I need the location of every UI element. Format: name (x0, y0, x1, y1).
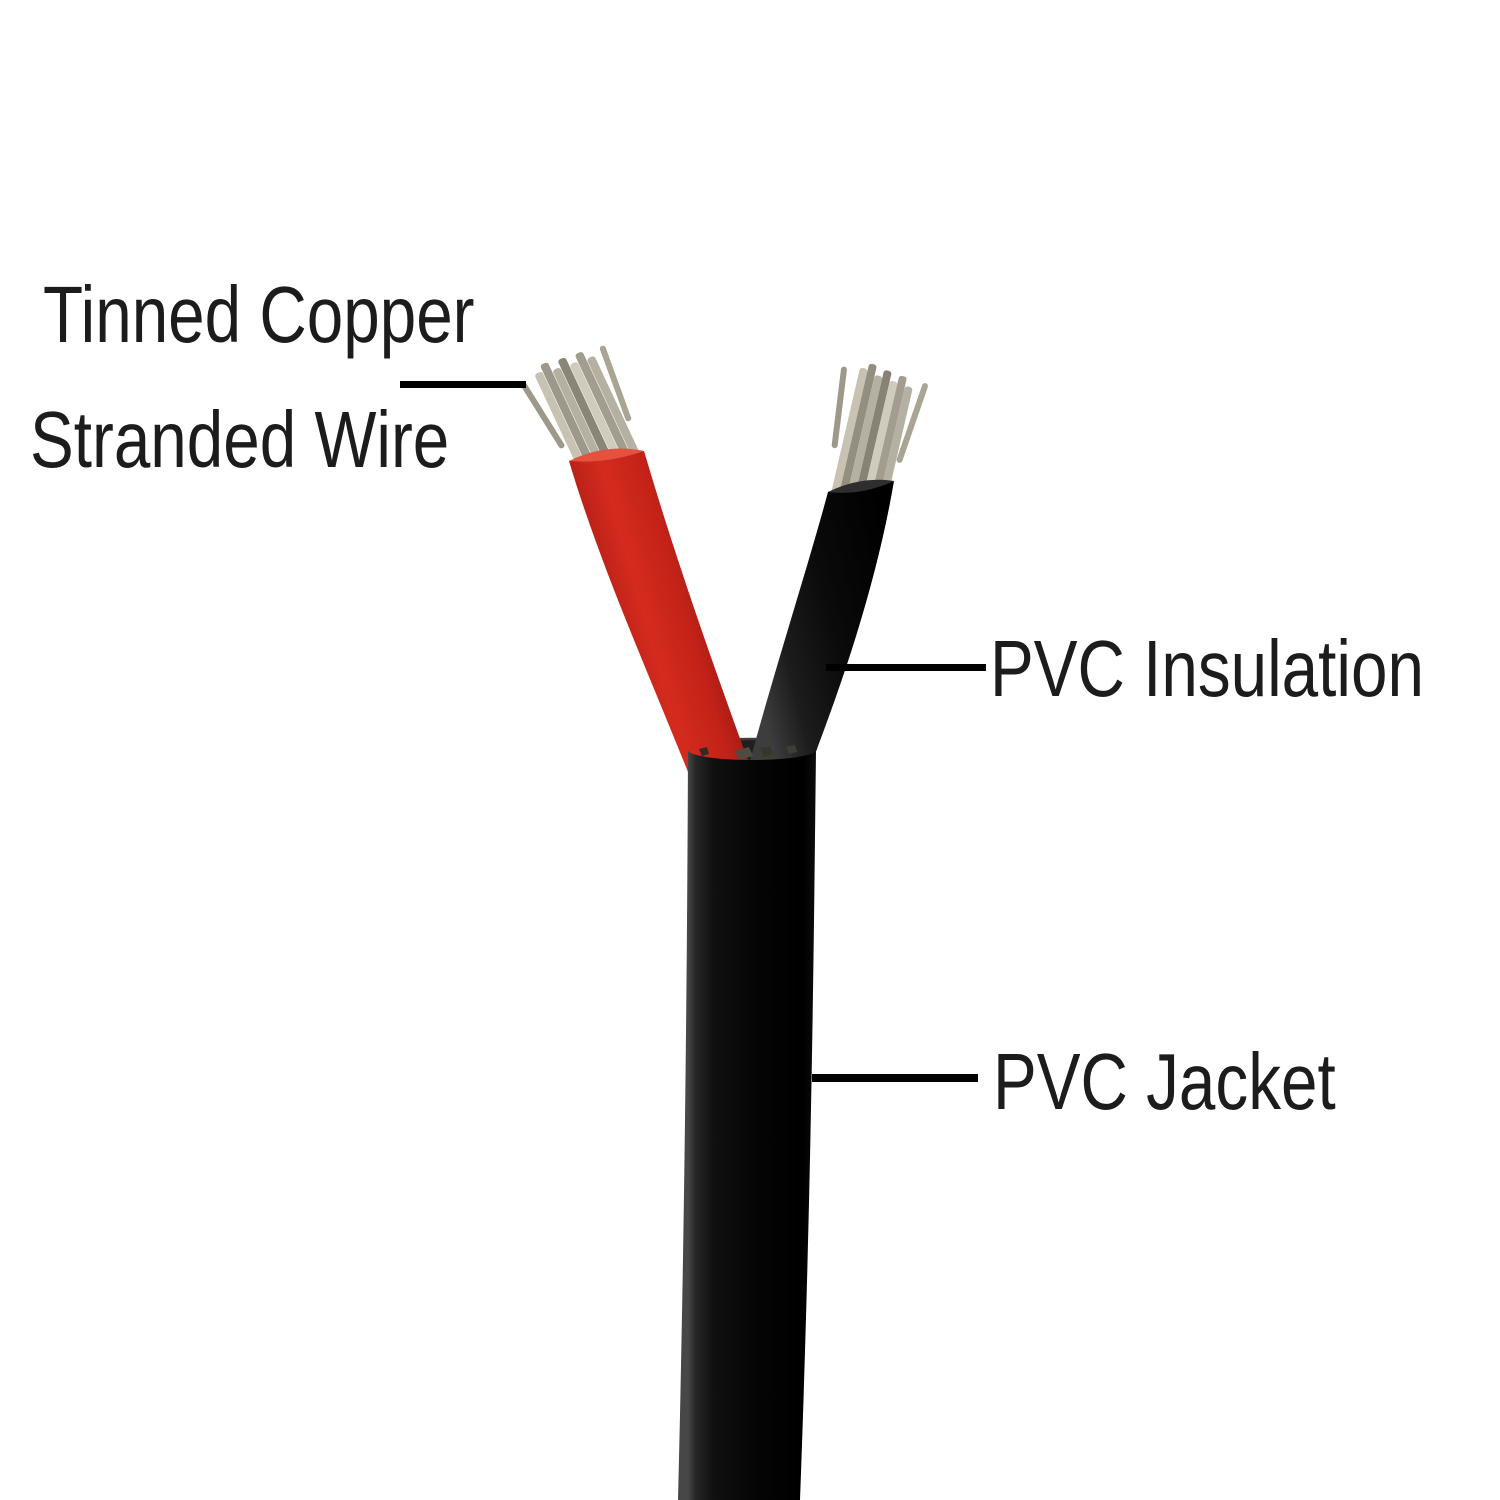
red-wire-insulation (569, 448, 750, 772)
label-tinned-copper: Tinned Copper (43, 270, 475, 359)
black-wire-strands (831, 363, 928, 506)
label-pvc-insulation: PVC Insulation (990, 624, 1424, 713)
pvc-jacket-shape (678, 750, 816, 1500)
black-wire-insulation (748, 479, 894, 768)
leader-line-pvc-insulation (826, 664, 986, 671)
leader-line-stranded-wire (400, 381, 526, 388)
red-wire-strands (520, 345, 641, 483)
leader-line-pvc-jacket (812, 1074, 978, 1082)
label-pvc-jacket: PVC Jacket (993, 1037, 1336, 1126)
jacket-rim-debris (699, 745, 797, 760)
label-stranded-wire: Stranded Wire (30, 395, 450, 484)
